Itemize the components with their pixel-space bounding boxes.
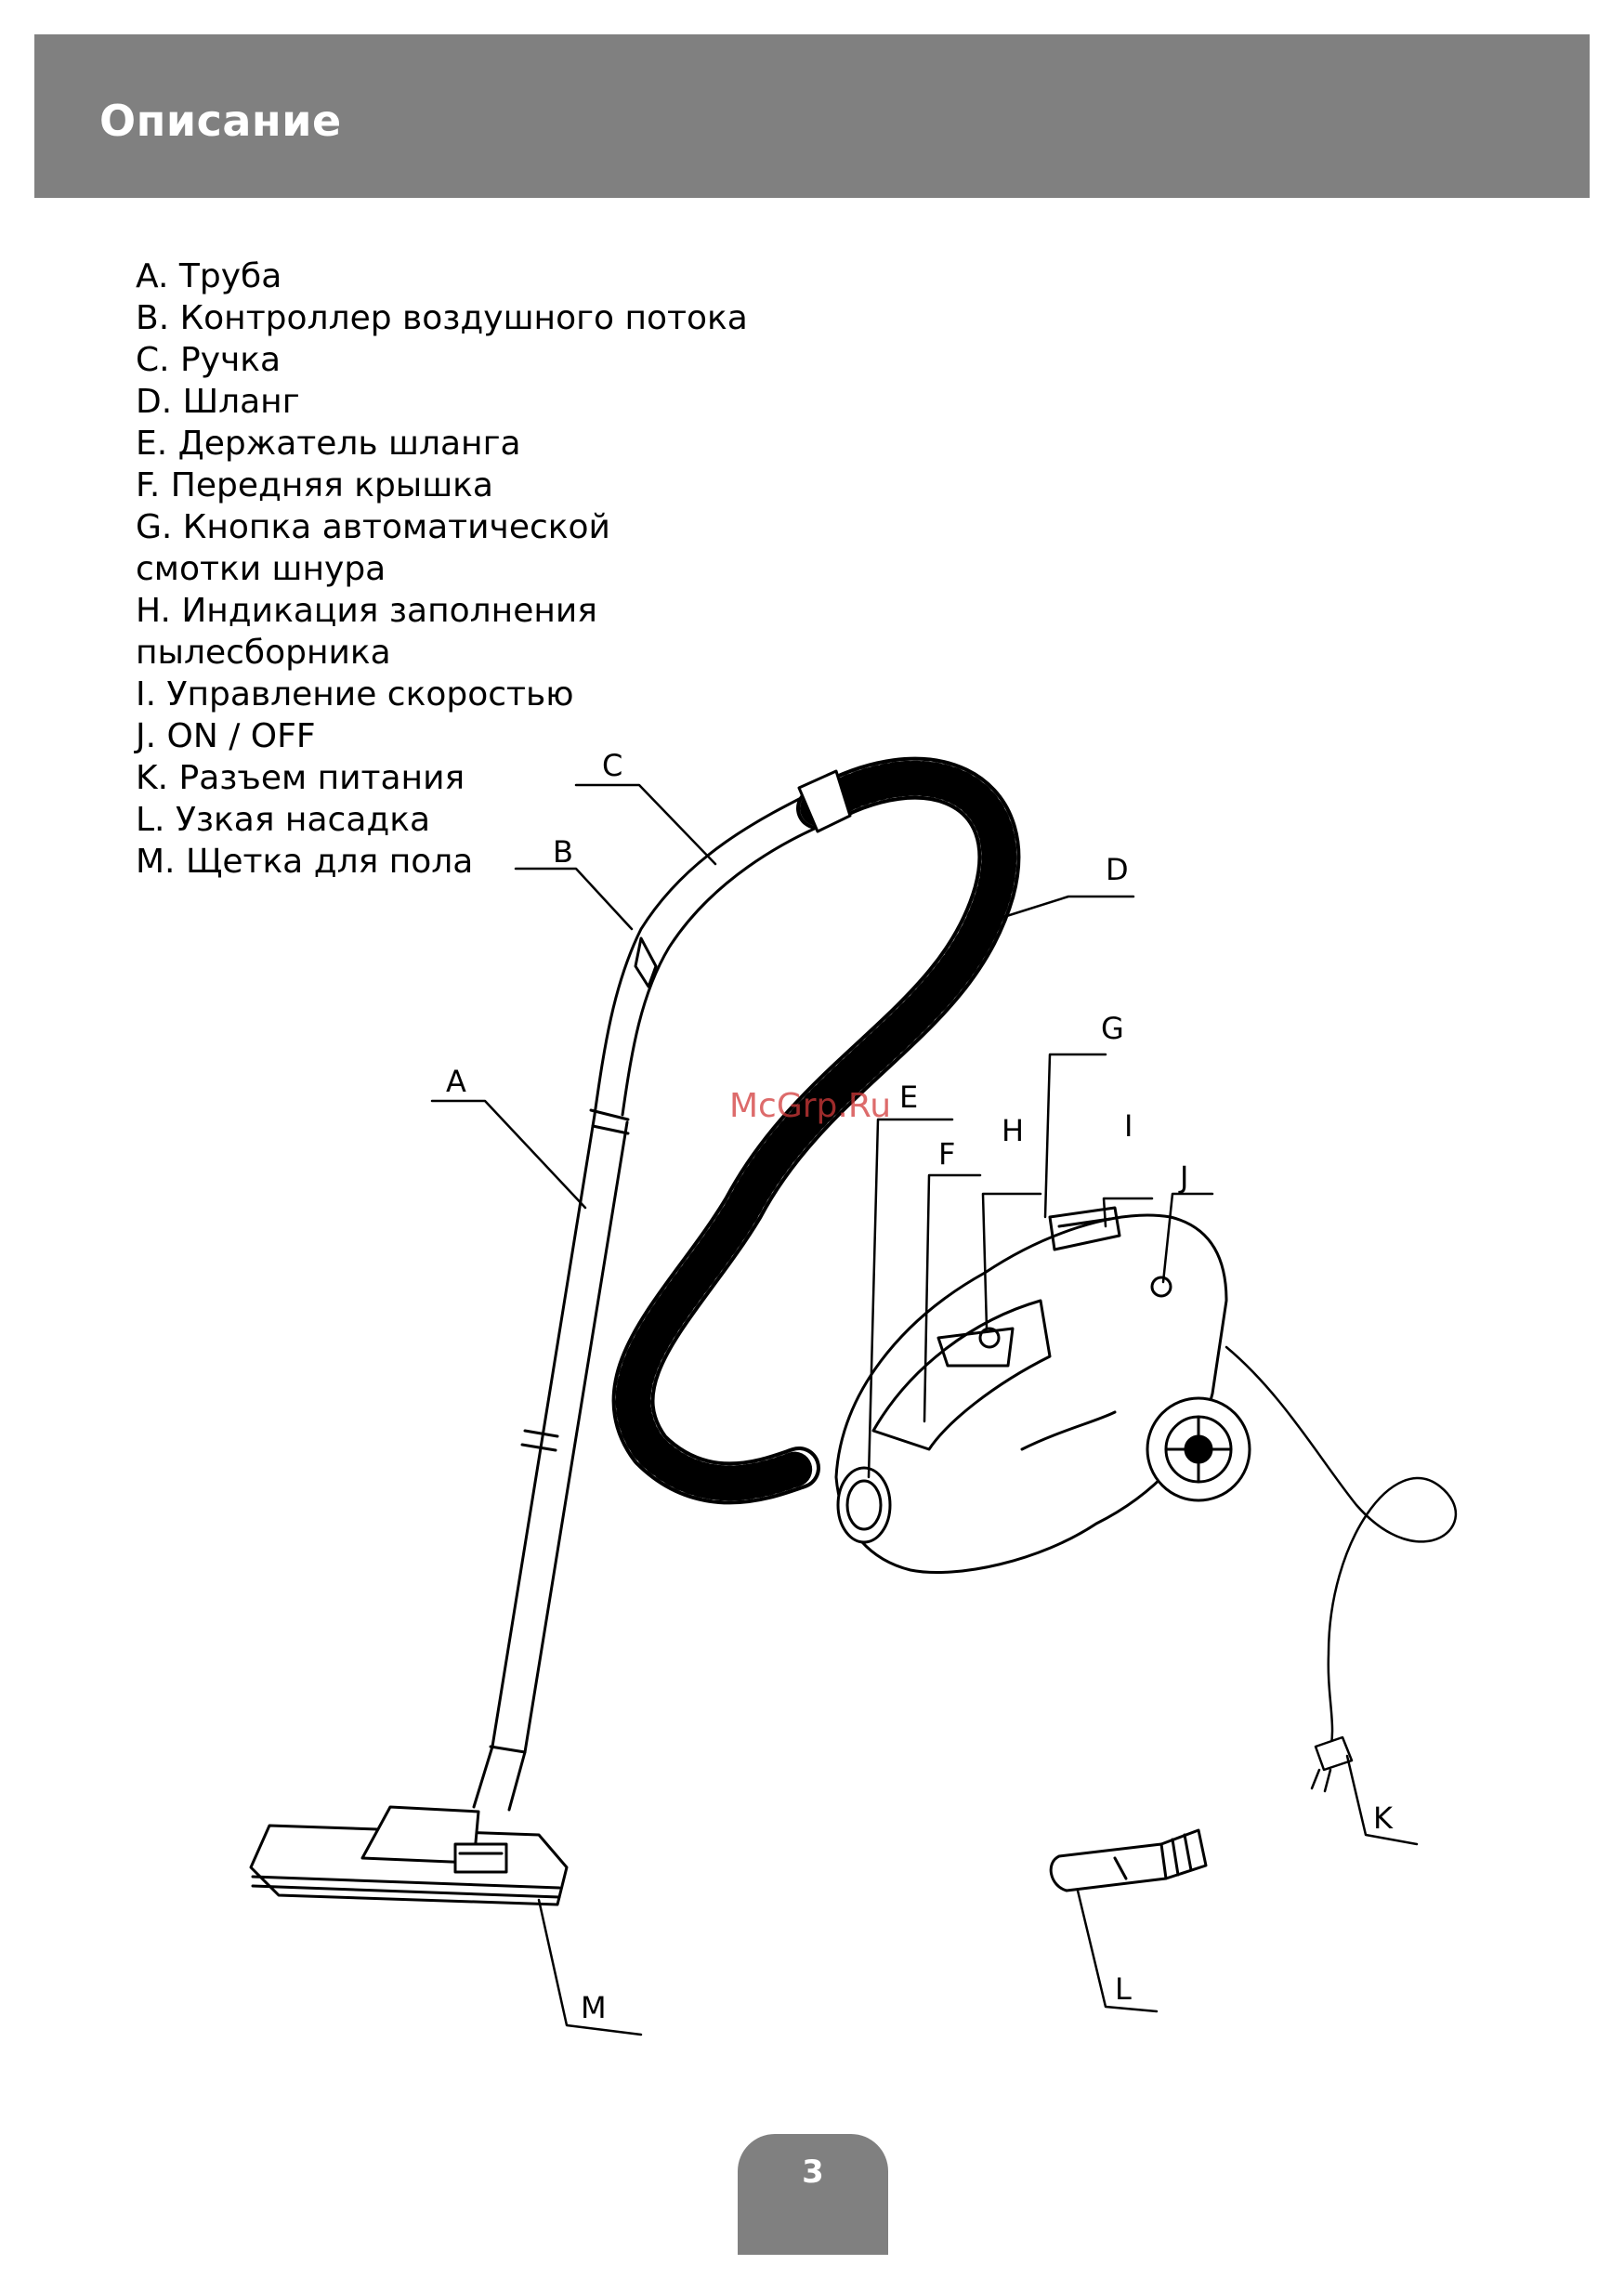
- label-f: F: [938, 1136, 955, 1172]
- legend-item-h: H. Индикация заполнения: [136, 592, 597, 630]
- legend-item-a: A. Труба: [136, 257, 282, 295]
- label-e: E: [899, 1080, 918, 1115]
- legend-item-e: E. Держатель шланга: [136, 425, 521, 463]
- legend-item-f: F. Передняя крышка: [136, 466, 493, 504]
- label-l: L: [1115, 1971, 1132, 2007]
- label-d: D: [1106, 852, 1129, 887]
- label-b: B: [553, 834, 573, 870]
- vacuum-body-illustration: [834, 1206, 1251, 1574]
- label-m: M: [581, 1990, 607, 2025]
- legend-item-i: I. Управление скоростью: [136, 675, 574, 714]
- power-cord-illustration: [1225, 1345, 1458, 1793]
- page-number-tab: [738, 2134, 888, 2255]
- parts-legend: A. Труба B. Контроллер воздушного потока…: [136, 255, 748, 883]
- label-i: I: [1124, 1108, 1133, 1144]
- leader-lines: [430, 783, 1419, 2036]
- legend-item-k: K. Разъем питания: [136, 759, 465, 797]
- legend-item-g-cont: смотки шнура: [136, 550, 386, 588]
- legend-item-l: L. Узкая насадка: [136, 801, 431, 839]
- page-number: 3: [802, 2154, 824, 2191]
- page-title: Описание: [99, 96, 342, 146]
- legend-item-c: C. Ручка: [136, 341, 282, 379]
- part-labels: C B A D G E F H I J K L M: [446, 748, 1394, 2025]
- floor-brush-illustration: [249, 1805, 569, 1906]
- legend-item-b: B. Контроллер воздушного потока: [136, 299, 748, 337]
- legend-item-j: J. ON / OFF: [136, 717, 316, 755]
- header-bar: [34, 34, 1590, 198]
- handle-and-tube: [472, 769, 852, 1812]
- legend-item-h-cont: пылесборника: [136, 634, 391, 672]
- label-g: G: [1101, 1011, 1124, 1046]
- label-j: J: [1178, 1159, 1188, 1195]
- hose-illustration: [611, 756, 1021, 1505]
- watermark: McGrp.Ru: [729, 1087, 892, 1125]
- legend-item-g: G. Кнопка автоматической: [136, 508, 610, 546]
- crevice-nozzle-illustration: [1049, 1828, 1208, 1892]
- legend-item-m: M. Щетка для пола: [136, 843, 474, 881]
- label-h: H: [1002, 1113, 1024, 1148]
- legend-item-d: D. Шланг: [136, 383, 300, 421]
- label-a: A: [446, 1064, 466, 1099]
- label-k: K: [1373, 1800, 1394, 1836]
- label-c: C: [602, 748, 622, 783]
